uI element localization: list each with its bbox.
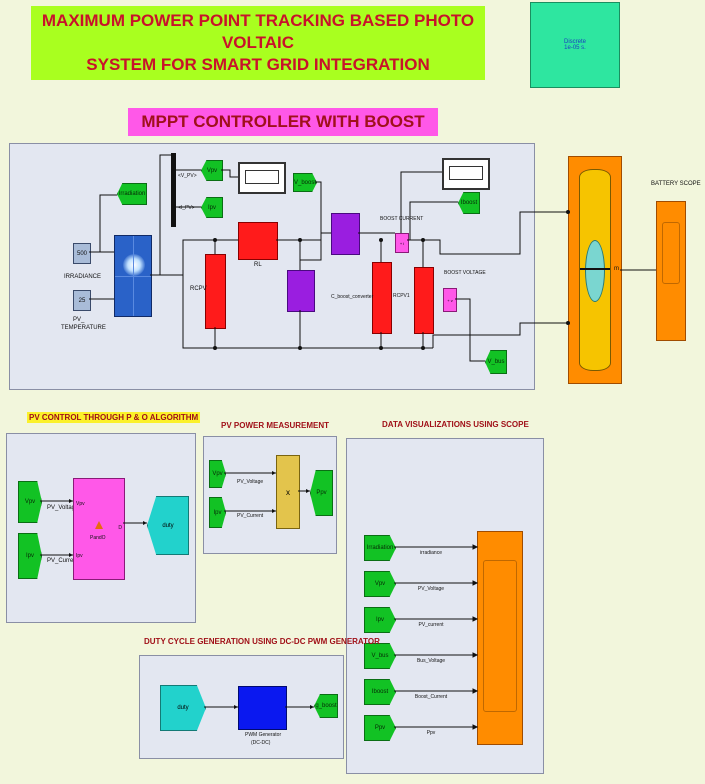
from-ipv-power[interactable]: Ipv <box>209 497 226 528</box>
goto-vbus[interactable]: V_bus <box>485 350 507 374</box>
powergui-line1: Discrete <box>563 39 586 45</box>
voltage-measurement-block[interactable]: + v <box>443 288 457 312</box>
viz-signal-label: Ppv <box>426 730 436 736</box>
pwm-header: DUTY CYCLE GENERATION USING DC-DC PWM GE… <box>144 637 380 646</box>
diode-block[interactable] <box>331 213 360 255</box>
pno-header: PV CONTROL THROUGH P & O ALGORITHM <box>27 412 201 423</box>
pwm-label-2: (DC-DC) <box>251 740 271 746</box>
battery-port-label: m <box>614 266 619 272</box>
viz-header: DATA VISUALIZATIONS USING SCOPE <box>382 420 529 429</box>
battery-scope-label: BATTERY SCOPE <box>651 181 701 187</box>
viz-signal-label: Boost_Current <box>414 694 448 700</box>
viz-from-tag[interactable]: Irradiation <box>364 535 396 561</box>
pando-port-ipv: Ipv <box>76 553 83 559</box>
pno-line-v: PV_Voltage <box>47 505 79 511</box>
viz-from-tag[interactable]: V_bus <box>364 643 396 669</box>
power-line-i: PV_Current <box>237 513 264 519</box>
temperature-label-1: PV_ <box>73 317 85 323</box>
bus-label-i: <I_PV> <box>178 205 195 211</box>
c-boost-converter-block[interactable] <box>372 262 392 334</box>
goto-ipv[interactable]: Ipv <box>201 197 223 218</box>
rl-inductor-block[interactable] <box>238 222 278 260</box>
temperature-constant[interactable]: 25 <box>73 290 91 311</box>
current-measurement-block[interactable]: + i <box>395 233 409 253</box>
from-vpv-pno[interactable]: Vpv <box>18 481 42 523</box>
goto-ppv[interactable]: Ppv <box>310 470 333 516</box>
battery-scope-block[interactable] <box>656 201 686 341</box>
viz-signal-label: PV_Voltage <box>417 586 445 592</box>
temperature-label-2: TEMPERATURE <box>61 325 106 331</box>
viz-signal-label: Bus_Voltage <box>416 658 446 664</box>
from-ipv-pno[interactable]: Ipv <box>18 533 42 579</box>
pv-array-block[interactable] <box>114 235 152 317</box>
from-duty[interactable]: duty <box>160 685 206 731</box>
viz-signal-label: PV_current <box>418 622 444 628</box>
power-line-v: PV_Voltage <box>237 479 264 485</box>
rcpv1-block[interactable] <box>414 267 434 334</box>
viz-from-tag[interactable]: Ppv <box>364 715 396 741</box>
model-title-line1: MAXIMUM POWER POINT TRACKING BASED PHOTO… <box>41 11 475 52</box>
boost-current-label: BOOST CURRENT <box>380 216 424 222</box>
from-vpv-power[interactable]: Vpv <box>209 460 226 488</box>
goto-irradiation[interactable]: Irradiation <box>117 183 147 205</box>
viz-from-tag[interactable]: Vpv <box>364 571 396 597</box>
c-boost-converter-label: C_boost_converter <box>331 294 374 300</box>
goto-g-boost[interactable]: g_boost <box>314 694 338 718</box>
pwm-label-1: PWM Generator <box>245 732 282 738</box>
model-title: MAXIMUM POWER POINT TRACKING BASED PHOTO… <box>31 6 485 80</box>
pando-function-block[interactable]: Vpv Ipv D PandO <box>73 478 125 580</box>
pando-port-vpv: Vpv <box>76 501 85 507</box>
powergui-line2: 1e-05 s. <box>564 45 586 51</box>
power-header: PV POWER MEASUREMENT <box>221 421 330 430</box>
current-measurement-glyph: + i <box>399 240 405 246</box>
goto-duty[interactable]: duty <box>147 496 189 555</box>
pno-line-i: PV_Current <box>47 558 79 564</box>
bus-label-v: <V_PV> <box>178 173 197 179</box>
rcpv-label: RCPV <box>190 286 207 292</box>
voltage-measurement-glyph: + v <box>447 297 453 303</box>
rl-label: RL <box>254 262 262 268</box>
powergui-block[interactable]: Discrete 1e-05 s. <box>530 2 620 88</box>
pv-display-block[interactable] <box>238 162 286 194</box>
rcpv1-label: RCPV1 <box>393 293 410 299</box>
data-scope-block[interactable] <box>477 531 523 745</box>
battery-icon <box>579 169 611 371</box>
mosfet-switch-block[interactable] <box>287 270 315 312</box>
boost-voltage-label: BOOST VOLTAGE <box>444 270 486 276</box>
model-title-line2: SYSTEM FOR SMART GRID INTEGRATION <box>86 55 430 74</box>
pando-label: PandO <box>90 535 106 541</box>
pwm-generator-block[interactable] <box>238 686 287 730</box>
viz-from-tag[interactable]: Ipv <box>364 607 396 633</box>
irradiance-label: IRRADIANCE <box>64 274 102 280</box>
goto-iboost[interactable]: Iboost <box>458 192 480 214</box>
battery-block[interactable] <box>568 156 622 384</box>
bus-selector[interactable] <box>171 153 176 227</box>
viz-signal-label: irradiance <box>420 550 442 556</box>
sun-glare-icon <box>123 254 145 276</box>
matlab-function-icon <box>95 521 103 529</box>
viz-from-tag[interactable]: Iboost <box>364 679 396 705</box>
boost-display-block[interactable] <box>442 158 490 190</box>
product-block[interactable]: x <box>276 455 300 529</box>
irradiance-constant[interactable]: 500 <box>73 243 91 264</box>
pando-port-d: D <box>118 525 122 531</box>
